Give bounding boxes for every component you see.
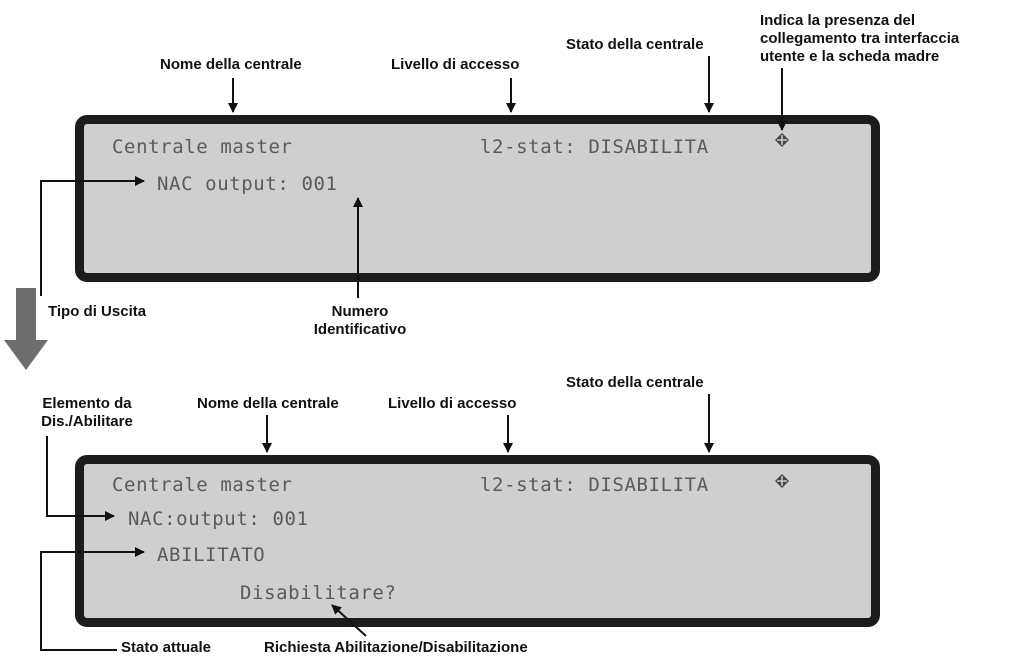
top-label-numero-identificativo: Numero Identificativo: [300, 303, 420, 339]
bottom-label-stato-centrale: Stato della centrale: [566, 374, 704, 391]
arrow-bottom-stato-attuale: [40, 547, 145, 651]
bottom-lcd-line1-left: Centrale master: [112, 474, 293, 496]
arrow-top-tipo-uscita: [40, 176, 145, 296]
bottom-lcd-line3: ABILITATO: [157, 544, 266, 566]
bottom-label-elemento: Elemento da Dis./Abilitare: [22, 395, 152, 431]
bottom-lcd-display: [75, 455, 880, 627]
arrow-bottom-richiesta: [331, 604, 367, 637]
connection-diamond-icon: [775, 474, 789, 488]
top-label-nome-centrale: Nome della centrale: [160, 56, 302, 73]
indica-line-2: collegamento tra interfaccia: [760, 30, 960, 47]
arrow-bottom-elemento: [46, 436, 115, 521]
bottom-label-richiesta: Richiesta Abilitazione/Disabilitazione: [264, 639, 528, 656]
indica-line-3: utente e la scheda madre: [760, 48, 940, 65]
bottom-lcd-line1-right: l2-stat: DISABILITA: [480, 474, 709, 496]
top-label-indica: Indica la presenza del collegamento tra …: [760, 12, 959, 66]
top-lcd-line2: NAC output: 001: [157, 173, 338, 195]
numero-line-1: Numero: [331, 303, 389, 320]
elemento-line-2: Dis./Abilitare: [41, 413, 133, 430]
bottom-label-nome-centrale: Nome della centrale: [197, 395, 339, 412]
indica-line-1: Indica la presenza del: [760, 12, 916, 29]
top-lcd-display: [75, 115, 880, 282]
bottom-label-stato-attuale: Stato attuale: [121, 639, 212, 656]
top-label-stato-centrale: Stato della centrale: [566, 36, 704, 53]
top-lcd-line1-right: l2-stat: DISABILITA: [480, 136, 709, 158]
elemento-line-1: Elemento da: [42, 395, 132, 412]
bottom-lcd-line4: Disabilitare?: [240, 582, 397, 604]
bottom-lcd-line2: NAC:output: 001: [128, 508, 309, 530]
top-label-tipo-uscita: Tipo di Uscita: [48, 303, 147, 320]
top-lcd-line1-left: Centrale master: [112, 136, 293, 158]
bottom-label-livello-accesso: Livello di accesso: [388, 395, 517, 412]
connection-diamond-icon: [775, 133, 789, 147]
top-label-livello-accesso: Livello di accesso: [391, 56, 520, 73]
flow-down-arrow: [4, 288, 48, 370]
numero-line-2: Identificativo: [313, 321, 407, 338]
